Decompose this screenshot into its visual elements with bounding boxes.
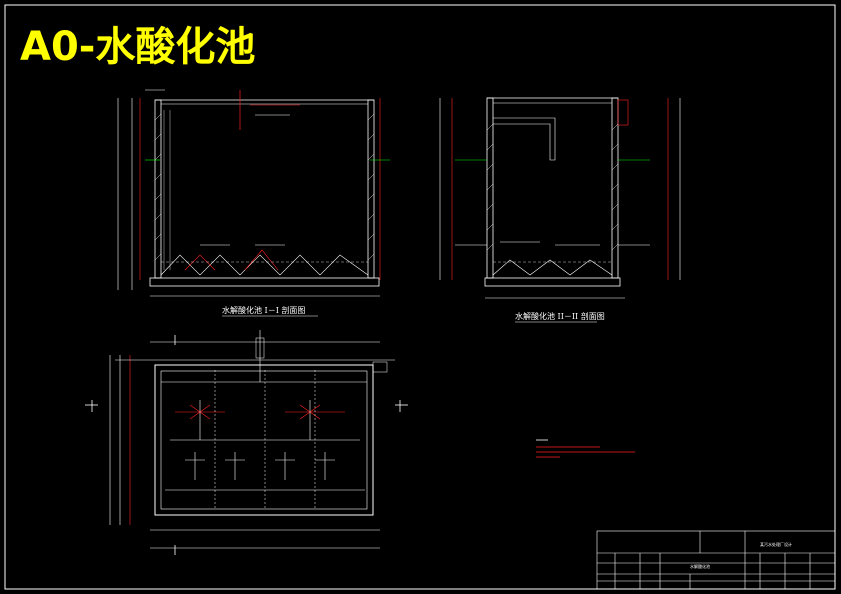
drawing-frame: [4, 4, 836, 590]
notes-block: [536, 439, 635, 458]
section-1-1-view: [117, 89, 390, 297]
section-1-1-caption: 水解酸化池 I－I 剖面图: [222, 305, 305, 315]
title-block: [596, 530, 836, 590]
plan-view: [85, 330, 408, 555]
drawing-title: A0-水酸化池: [20, 24, 255, 70]
section-2-2-caption: 水解酸化池 II－II 剖面图: [515, 311, 605, 321]
section-2-2-view: [439, 97, 681, 299]
title-block-project: 某污水处理厂设计: [760, 541, 792, 547]
title-block-drawing-name: 水解酸化池: [690, 563, 710, 569]
